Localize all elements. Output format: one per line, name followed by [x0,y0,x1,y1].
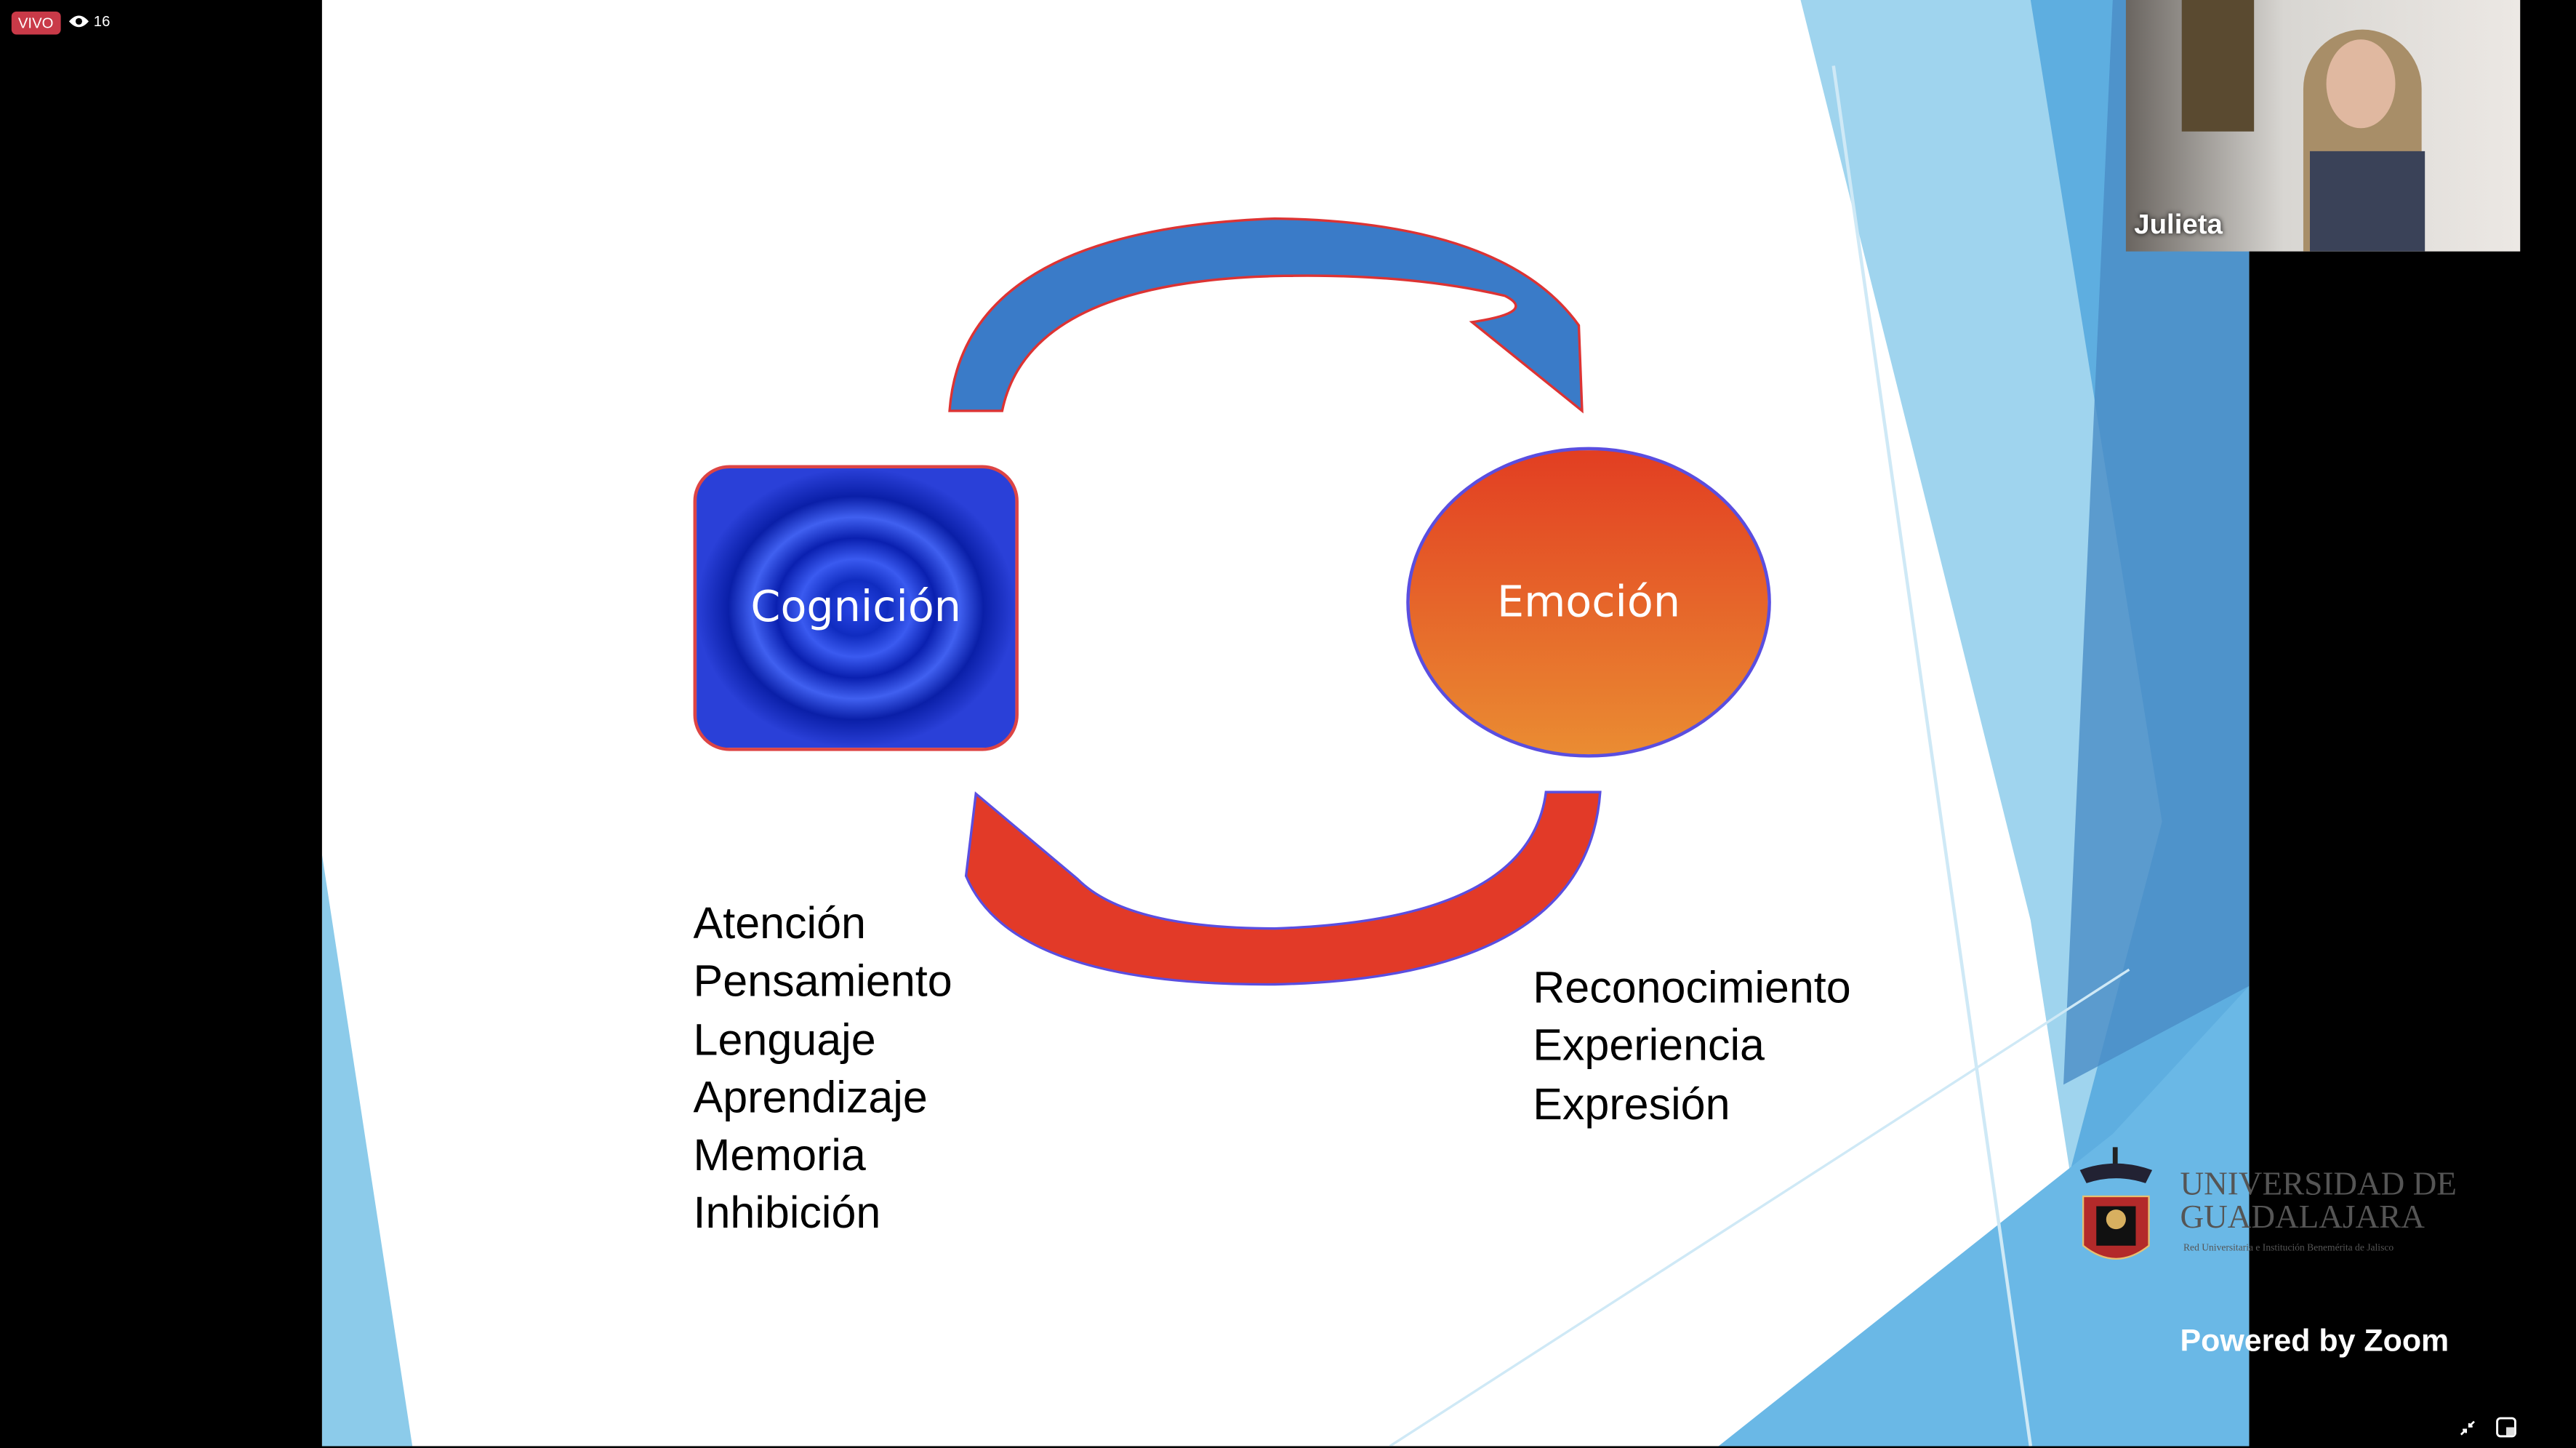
viewer-count-value: 16 [93,13,111,30]
slide-background-shapes [321,0,2250,1447]
cognition-list: Atención Pensamiento Lenguaje Aprendizaj… [694,895,952,1244]
list-item: Expresión [1533,1079,1730,1129]
minimize-icon[interactable] [2460,1420,2476,1436]
logo-line2: GUADALAJARA [2180,1199,2425,1236]
emotion-list: Reconocimiento Experiencia Expresión [1533,960,1850,1134]
list-item: Pensamiento [693,956,952,1007]
picture-in-picture-icon[interactable] [2495,1417,2516,1438]
list-item: Reconocimiento [1533,963,1851,1012]
presentation-slide: Cognición Emoción Atención Pensamiento L… [321,0,2250,1447]
eye-icon [68,15,89,28]
arrow-cognition-to-emotion [948,217,1584,414]
list-item: Memoria [693,1131,866,1180]
powered-by-zoom: Powered by Zoom [2180,1324,2449,1359]
list-item: Aprendizaje [693,1073,928,1123]
painting-background [2181,0,2255,132]
emotion-node: Emoción [1406,447,1771,758]
cognition-label: Cognición [750,583,962,633]
logo-tagline: Red Universitaria e Institución Beneméri… [2183,1244,2394,1255]
list-item: Lenguaje [693,1015,876,1065]
viewer-count: 16 [68,13,111,30]
arrow-emotion-to-cognition [964,791,1602,986]
participant-shirt [2309,151,2425,252]
list-item: Atención [693,899,866,948]
participant-name: Julieta [2134,208,2223,240]
participant-video[interactable]: Julieta [2125,0,2521,252]
live-badge: VIVO [11,11,60,35]
logo-line1: UNIVERSIDAD DE [2180,1167,2457,1204]
list-item: Inhibición [693,1188,881,1239]
cognition-node: Cognición [693,465,1019,751]
list-item: Experiencia [1533,1020,1765,1071]
participant-face [2326,39,2396,129]
university-logo: UNIVERSIDAD DE GUADALAJARA Red Universit… [2070,1147,2481,1272]
emotion-label: Emoción [1496,577,1681,628]
university-crest-icon [2079,1147,2153,1260]
